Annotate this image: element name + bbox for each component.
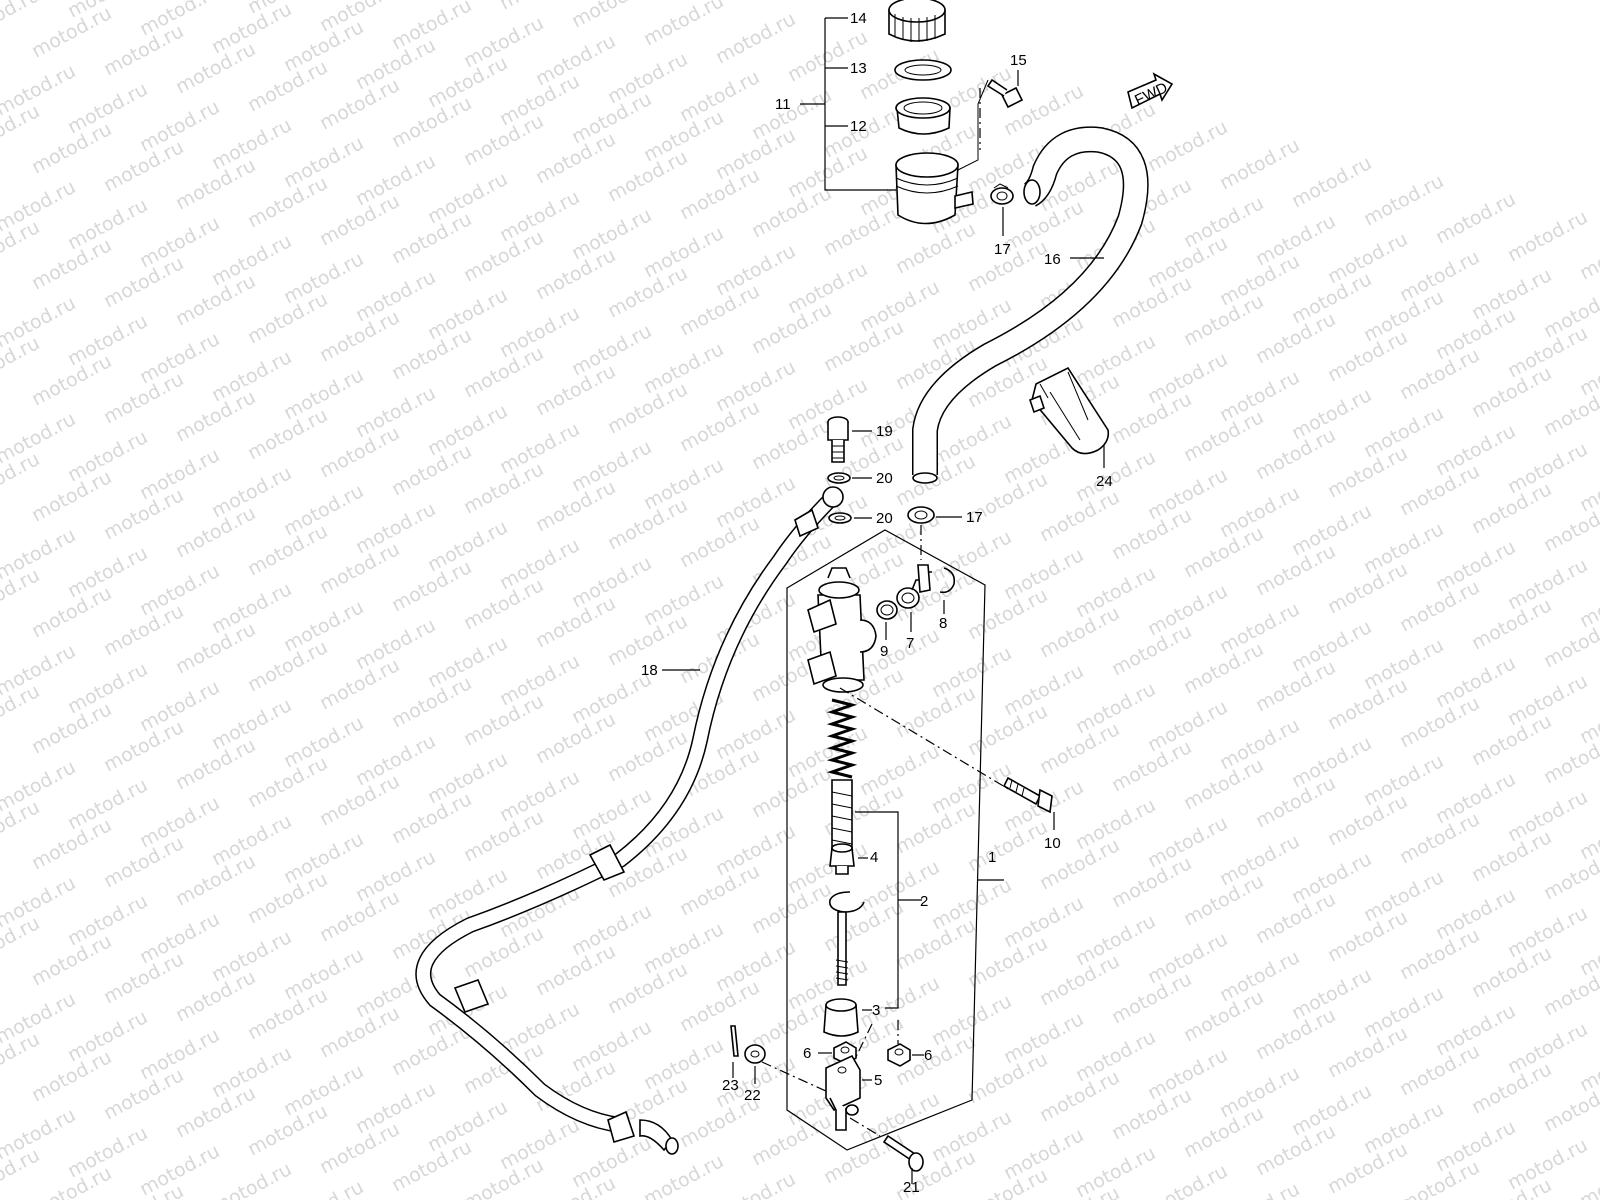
callout-19: 19 bbox=[876, 423, 893, 440]
bolt-15[interactable] bbox=[986, 78, 1024, 109]
reservoir-tank[interactable] bbox=[895, 79, 989, 225]
rod-joint-5[interactable] bbox=[825, 1054, 861, 1131]
bolt-10[interactable] bbox=[1002, 776, 1053, 814]
watermark-text: motod.ru bbox=[208, 1158, 295, 1200]
washer-22[interactable] bbox=[744, 1044, 766, 1064]
callout-22: 22 bbox=[744, 1087, 761, 1104]
callout-11: 11 bbox=[775, 96, 791, 113]
cotter-pin-23[interactable] bbox=[730, 1025, 739, 1057]
callout-4: 4 bbox=[870, 849, 878, 866]
callout-5: 5 bbox=[874, 1072, 882, 1089]
callout-9: 9 bbox=[880, 643, 888, 660]
watermark-text: motod.ru bbox=[712, 8, 799, 68]
piston[interactable] bbox=[831, 779, 853, 851]
union-bolt-19[interactable] bbox=[827, 416, 849, 463]
callout-17-lower: 17 bbox=[966, 509, 983, 526]
callout-23: 23 bbox=[722, 1077, 739, 1094]
watermark-text: motod.ru bbox=[280, 1176, 367, 1200]
reservoir-cap-14[interactable] bbox=[888, 0, 946, 42]
callout-20-upper: 20 bbox=[876, 470, 893, 487]
watermark-text: motod.ru bbox=[1144, 1160, 1231, 1200]
gasket-washer-20-lower[interactable] bbox=[828, 512, 852, 524]
callout-6-left: 6 bbox=[803, 1045, 811, 1062]
hose-connector-7[interactable] bbox=[896, 564, 932, 609]
watermark-text: motod.ru bbox=[1144, 116, 1231, 176]
gasket-washer-20-upper[interactable] bbox=[827, 472, 851, 484]
reservoir-hose-16[interactable] bbox=[912, 126, 1149, 484]
callout-1: 1 bbox=[988, 849, 996, 866]
brake-hose-18[interactable] bbox=[415, 486, 844, 1155]
o-ring-9[interactable] bbox=[876, 600, 898, 620]
callout-8: 8 bbox=[939, 615, 947, 632]
callout-15: 15 bbox=[1010, 52, 1027, 69]
callout-13: 13 bbox=[850, 60, 867, 77]
callout-24: 24 bbox=[1096, 473, 1113, 490]
watermark-text: motod.ru bbox=[640, 1150, 727, 1200]
nut-6-right[interactable] bbox=[887, 1043, 911, 1067]
hose-clamp-17-lower[interactable] bbox=[907, 506, 935, 524]
watermark-text: motod.ru bbox=[1216, 1178, 1303, 1200]
diaphragm-12[interactable] bbox=[895, 97, 951, 135]
callout-6-right: 6 bbox=[924, 1047, 932, 1064]
callout-20-lower: 20 bbox=[876, 510, 893, 527]
callout-18: 18 bbox=[641, 662, 658, 679]
diaphragm-plate-13[interactable] bbox=[894, 59, 952, 81]
callout-12: 12 bbox=[850, 118, 867, 135]
piston-cup-4[interactable] bbox=[829, 843, 855, 875]
circlip-8[interactable] bbox=[939, 567, 956, 594]
push-rod[interactable] bbox=[835, 911, 849, 986]
watermark-text: motod.ru bbox=[1216, 134, 1303, 194]
hose-holder-24[interactable] bbox=[1029, 366, 1110, 455]
callout-21: 21 bbox=[903, 1179, 920, 1196]
watermark-text: motod.ru bbox=[1288, 152, 1375, 212]
callout-16: 16 bbox=[1044, 251, 1061, 268]
callout-7: 7 bbox=[906, 635, 914, 652]
boot-3[interactable] bbox=[823, 998, 859, 1037]
circlip[interactable] bbox=[828, 891, 865, 913]
callout-14: 14 bbox=[850, 10, 867, 27]
watermark-text: motod.ru bbox=[568, 0, 655, 32]
watermark-text: motod.ru bbox=[1432, 188, 1519, 248]
callout-17-upper: 17 bbox=[994, 241, 1011, 258]
hose-clamp-17-upper[interactable] bbox=[990, 183, 1014, 205]
master-cylinder-body[interactable] bbox=[807, 567, 877, 693]
spring[interactable] bbox=[826, 698, 858, 779]
forward-arrow: FWD bbox=[1127, 72, 1174, 110]
joint-pin-21[interactable] bbox=[882, 1134, 924, 1172]
callout-10: 10 bbox=[1044, 835, 1061, 852]
watermark-text: motod.ru bbox=[784, 26, 871, 86]
watermark-text: motod.ru bbox=[640, 0, 727, 50]
watermark-text: motod.ru bbox=[1504, 206, 1591, 266]
watermark-text: motod.ru bbox=[712, 1168, 799, 1200]
watermark-text: motod.ru bbox=[1360, 170, 1447, 230]
master-cylinder-assembly-box bbox=[786, 529, 986, 1151]
callout-3: 3 bbox=[872, 1002, 880, 1019]
callout-2: 2 bbox=[920, 893, 928, 910]
watermark-text: motod.ru bbox=[1576, 224, 1600, 284]
